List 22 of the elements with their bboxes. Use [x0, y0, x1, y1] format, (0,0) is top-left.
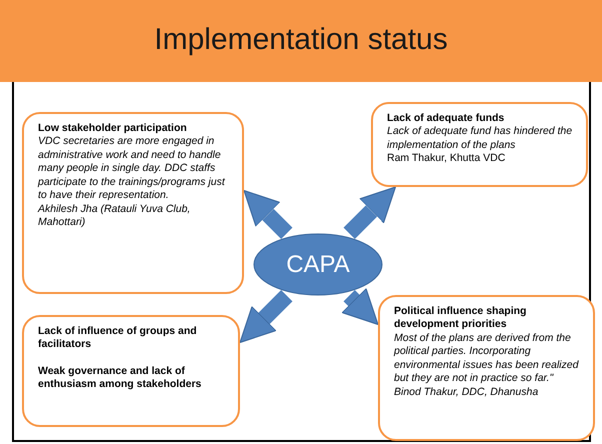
heading: Political influence shaping development priorities [394, 305, 528, 332]
heading: Low stakeholder participation [38, 122, 188, 136]
heading: Lack of influence of groups and facilitators [38, 325, 198, 352]
attribution-text: Ram Thakur, Khutta VDC [387, 152, 506, 166]
rounded-text-box [371, 102, 588, 187]
quote-text: Akhilesh Jha (Ratauli Yuva Club, Mahottari) [38, 202, 192, 230]
node-label: CAPA [286, 250, 350, 278]
slide-title: Implementation status [153, 22, 449, 58]
quote-text: VDC secretaries are more engaged in administrative work and need to handle many people in single day. DDC staffs participate to the trainings/programs just to have their representation. [38, 135, 226, 203]
quote-text: Most of the plans are derived from the political parties. Incorporating environmental issues has been realized but they are not in practice so far." [394, 332, 580, 386]
rounded-text-box [378, 295, 595, 441]
heading: Weak governance and lack of enthusiasm among stakeholders [38, 364, 202, 392]
block-arrow [239, 290, 292, 344]
block-arrow [344, 186, 396, 239]
quote-text: Lack of adequate fund has hindered the implementation of the plans [387, 125, 574, 152]
heading: Lack of adequate funds [387, 112, 506, 126]
rounded-text-box [22, 315, 240, 427]
block-arrow [243, 190, 292, 239]
block-arrow [341, 288, 379, 326]
rounded-text-box [22, 112, 244, 294]
quote-text: Binod Thakur, DDC, Dhanusha [394, 386, 540, 400]
ellipse-node [253, 233, 383, 296]
